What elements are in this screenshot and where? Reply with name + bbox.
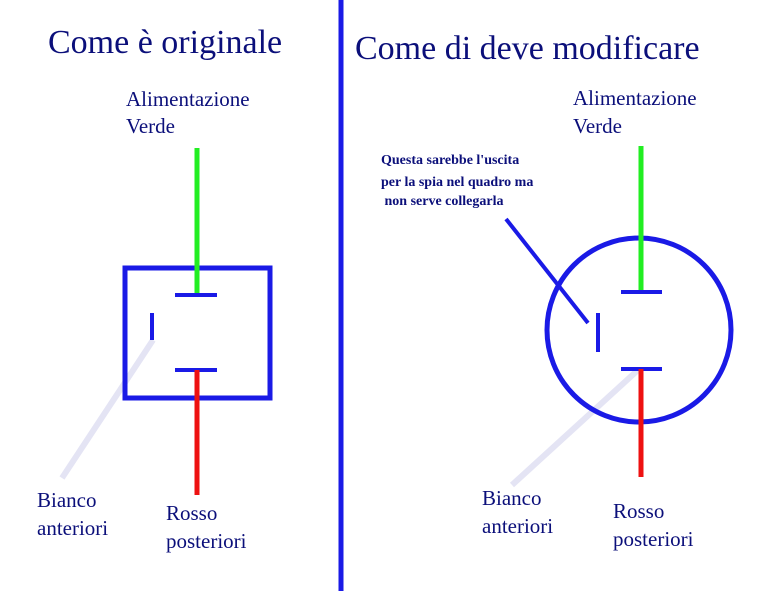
- left-white-wire: [59, 338, 156, 480]
- right-note-line1: Questa sarebbe l'uscita: [381, 153, 519, 168]
- left-white-label-line1: Bianco: [37, 488, 96, 512]
- right-white-label-line2: anteriori: [482, 514, 553, 538]
- left-red-label-line2: posteriori: [166, 529, 247, 553]
- right-power-label-line1: Alimentazione: [573, 86, 697, 110]
- left-red-label-line1: Rosso: [166, 501, 217, 525]
- left-white-label-line2: anteriori: [37, 516, 108, 540]
- right-note-line3: non serve collegarla: [381, 194, 503, 209]
- right-red-label-line1: Rosso: [613, 499, 664, 523]
- right-power-label-line2: Verde: [573, 114, 622, 138]
- left-title: Come è originale: [48, 24, 282, 61]
- right-note-pointer: [504, 217, 590, 325]
- left-power-label-line1: Alimentazione: [126, 87, 250, 111]
- right-title: Come di deve modificare: [355, 30, 700, 67]
- left-power-label-line2: Verde: [126, 114, 175, 138]
- right-note-line2: per la spia nel quadro ma: [381, 175, 533, 190]
- right-red-label-line2: posteriori: [613, 527, 694, 551]
- right-white-label-line1: Bianco: [482, 486, 541, 510]
- right-white-wire: [509, 367, 641, 488]
